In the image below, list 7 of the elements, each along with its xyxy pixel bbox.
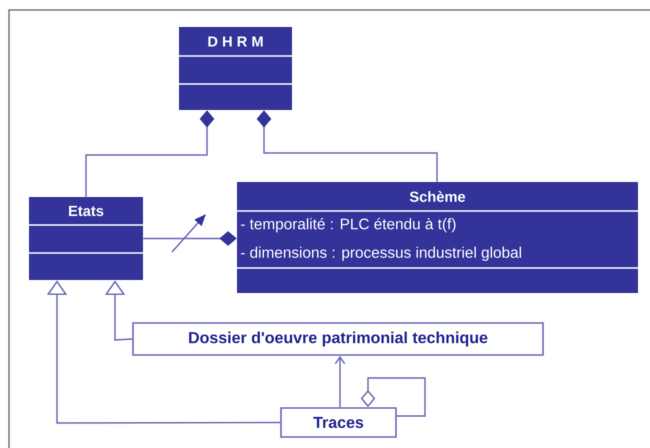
class-box: D H R M	[179, 27, 292, 110]
class-box: Schème - temporalité : PLC étendu à t(f) - dimensions : processus industriel global	[237, 182, 638, 293]
class-box: Etats	[29, 197, 143, 280]
connector	[334, 356, 346, 408]
connector	[360, 377, 426, 417]
class-box: Traces	[280, 407, 397, 438]
class-box: Dossier d'oeuvre patrimonial technique	[132, 322, 544, 356]
